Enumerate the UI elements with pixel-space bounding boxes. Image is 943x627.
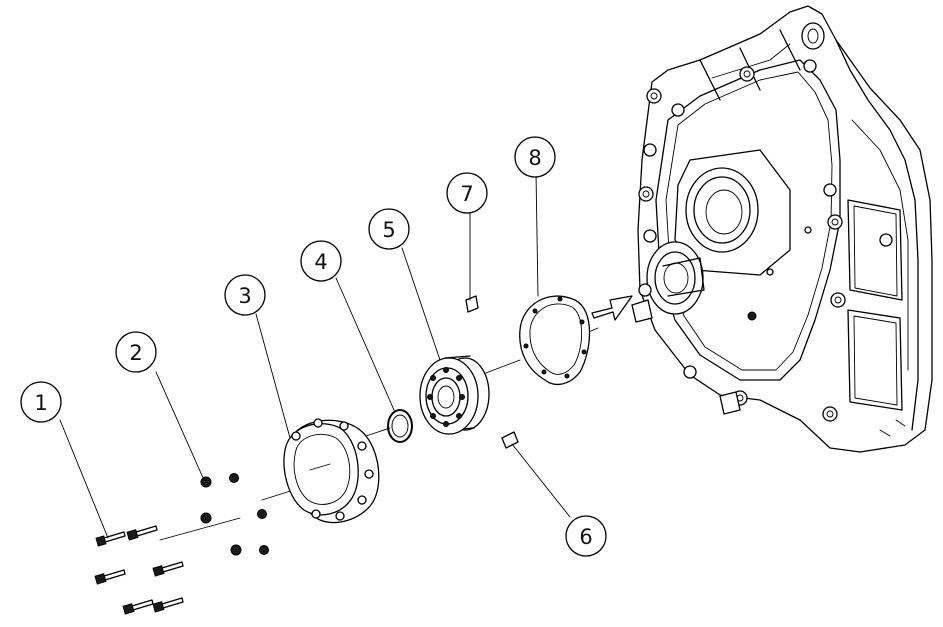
callout-3: 3 (224, 274, 266, 316)
callout-8-label: 8 (528, 146, 541, 170)
callout-4-label: 4 (314, 250, 327, 274)
callout-2: 2 (115, 331, 157, 373)
part-5-bearing (419, 355, 490, 435)
callout-1-label: 1 (34, 391, 47, 415)
callout-6: 6 (565, 515, 607, 557)
part-8-gasket (519, 295, 591, 386)
callout-4: 4 (300, 240, 342, 282)
callout-8: 8 (514, 136, 556, 178)
callout-1: 1 (20, 381, 62, 423)
part-4-ring (387, 409, 413, 443)
housing-bolt-heads (638, 59, 893, 422)
part-3-end-cover (283, 418, 380, 524)
callout-5: 5 (368, 208, 410, 250)
part-1-bolts (94, 525, 184, 615)
callout-7: 7 (446, 172, 488, 214)
part-2-nuts (200, 473, 269, 556)
callout-7-label: 7 (460, 182, 473, 206)
callout-6-label: 6 (579, 525, 592, 549)
callout-5-label: 5 (382, 218, 395, 242)
callout-2-label: 2 (129, 341, 142, 365)
assembly-direction-arrow-icon (591, 295, 633, 321)
part-7-key (465, 295, 479, 313)
leader-lines (59, 172, 571, 539)
gearbox-housing (631, 5, 933, 453)
callout-3-label: 3 (238, 284, 251, 308)
part-6-key (501, 431, 519, 449)
